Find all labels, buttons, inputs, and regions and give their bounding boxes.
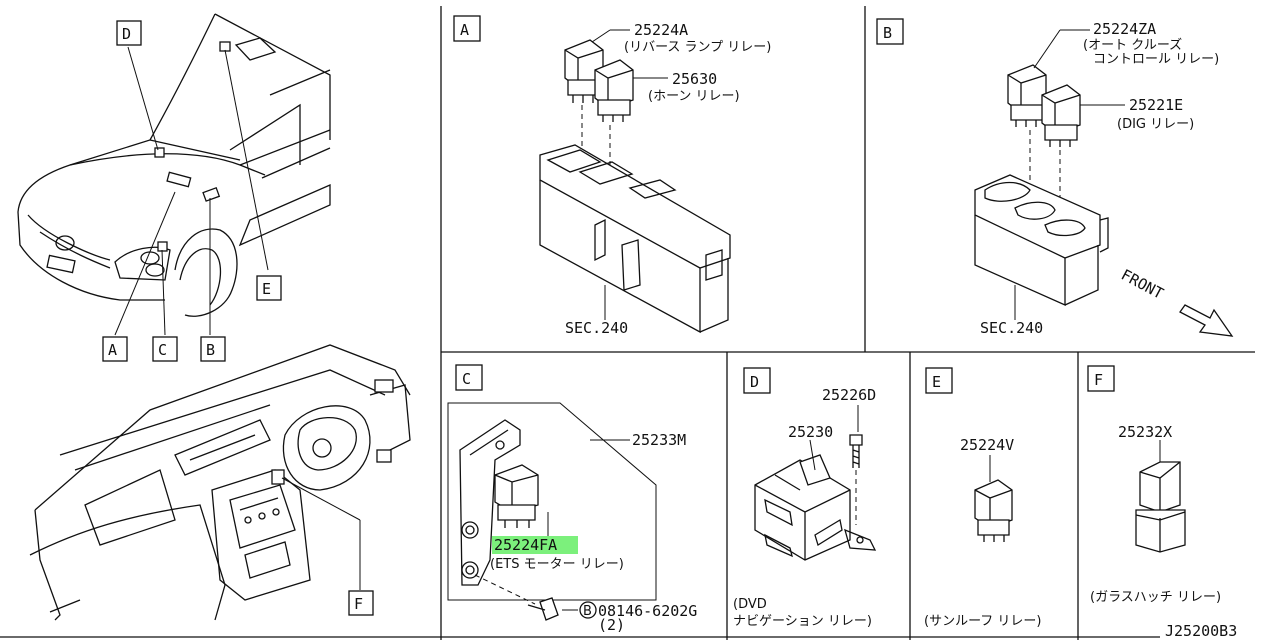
relay-25224ZA bbox=[1007, 64, 1047, 127]
callout-letter: A bbox=[108, 341, 117, 359]
callout-box-B: B bbox=[200, 336, 226, 362]
relay-25224A bbox=[564, 39, 604, 103]
part-name-horn-relay: (ホーン リレー) bbox=[648, 89, 740, 104]
dashboard-illustration bbox=[29, 344, 411, 621]
callout-box-C: C bbox=[152, 336, 178, 362]
panel-letter: A bbox=[460, 21, 469, 39]
relay-25230 bbox=[754, 454, 877, 561]
bolt-number: 08146-6202G bbox=[598, 602, 697, 620]
part-name-sunroof-relay: (サンルーフ リレー) bbox=[924, 614, 1042, 629]
panel-A: A bbox=[453, 15, 771, 337]
screw-25226D bbox=[849, 434, 863, 525]
panel-dividers bbox=[0, 6, 1255, 640]
callout-letter: B bbox=[206, 341, 215, 359]
relay-25232X bbox=[1135, 461, 1186, 553]
callout-letter: F bbox=[354, 595, 363, 613]
callout-letter: D bbox=[122, 25, 131, 43]
bolt-qty: (2) bbox=[598, 616, 625, 634]
part-name-ets-motor-relay: (ETS モーター リレー) bbox=[490, 557, 624, 572]
part-name-auto-cruise-line2: コントロール リレー) bbox=[1093, 52, 1219, 67]
panel-letter: B bbox=[883, 24, 892, 42]
part-number-25233M: 25233M bbox=[632, 431, 686, 449]
car-overview-illustration bbox=[17, 13, 331, 336]
part-number-25224FA: 25224FA bbox=[494, 536, 557, 554]
panel-letter: E bbox=[932, 373, 941, 391]
panel-C: C 25233M 25224FA (ETS モーター リレー) bbox=[447, 364, 697, 634]
panel-D: D 25226D 25230 (DVD ナビゲーション リレー) bbox=[733, 367, 877, 629]
panel-letter: C bbox=[462, 370, 471, 388]
relay-25224FA bbox=[494, 464, 539, 528]
section-reference: SEC.240 bbox=[565, 319, 628, 337]
part-name-glass-hatch-relay: (ガラスハッチ リレー) bbox=[1090, 590, 1221, 605]
relay-25224V bbox=[974, 479, 1013, 542]
bolt-prefix: B bbox=[583, 604, 592, 619]
part-number-25630: 25630 bbox=[672, 70, 717, 88]
part-number-25224A: 25224A bbox=[634, 21, 688, 39]
part-name-dvd-line1: (DVD bbox=[733, 597, 767, 612]
callout-box-F-dash: F bbox=[348, 590, 374, 616]
panel-F: F 25232X (ガラスハッチ リレー) bbox=[1087, 365, 1221, 605]
part-number-25226D: 25226D bbox=[822, 386, 876, 404]
bracket-25233M bbox=[459, 419, 521, 586]
front-direction-indicator: FRONT bbox=[1118, 266, 1234, 337]
callout-letter: C bbox=[158, 341, 167, 359]
callout-box-A: A bbox=[102, 336, 128, 362]
section-reference: SEC.240 bbox=[980, 319, 1043, 337]
part-name-dig-relay: (DIG リレー) bbox=[1117, 117, 1194, 132]
callout-letter: E bbox=[262, 280, 271, 298]
callout-box-D: D bbox=[116, 20, 142, 46]
front-label: FRONT bbox=[1118, 266, 1166, 303]
callout-box-E: E bbox=[256, 275, 282, 301]
relay-block-B bbox=[974, 174, 1109, 307]
part-name-dvd-line2: ナビゲーション リレー) bbox=[733, 614, 872, 629]
relay-block-A bbox=[539, 144, 731, 334]
part-number-25221E: 25221E bbox=[1129, 96, 1183, 114]
part-number-25230: 25230 bbox=[788, 423, 833, 441]
diagram-id: J25200B3 bbox=[1165, 622, 1237, 640]
part-number-25224V: 25224V bbox=[960, 436, 1014, 454]
panel-letter: F bbox=[1094, 371, 1103, 389]
panel-B: B 25224ZA (オート クルーズ bbox=[876, 18, 1234, 337]
bolt-circle-icon bbox=[579, 601, 597, 619]
part-name-auto-cruise-line1: (オート クルーズ bbox=[1083, 37, 1182, 53]
panel-E: E 25224V (サンルーフ リレー) bbox=[924, 367, 1042, 629]
part-number-25232X: 25232X bbox=[1118, 423, 1172, 441]
panel-letter: D bbox=[750, 373, 759, 391]
relay-25630 bbox=[594, 59, 634, 122]
bolt bbox=[474, 574, 559, 621]
detail-frame bbox=[447, 402, 657, 601]
relay-25221E bbox=[1041, 84, 1081, 147]
highlight-25224FA bbox=[492, 536, 578, 554]
part-number-25224ZA: 25224ZA bbox=[1093, 20, 1156, 38]
part-name-reverse-lamp-relay: (リバース ランプ リレー) bbox=[624, 40, 771, 55]
